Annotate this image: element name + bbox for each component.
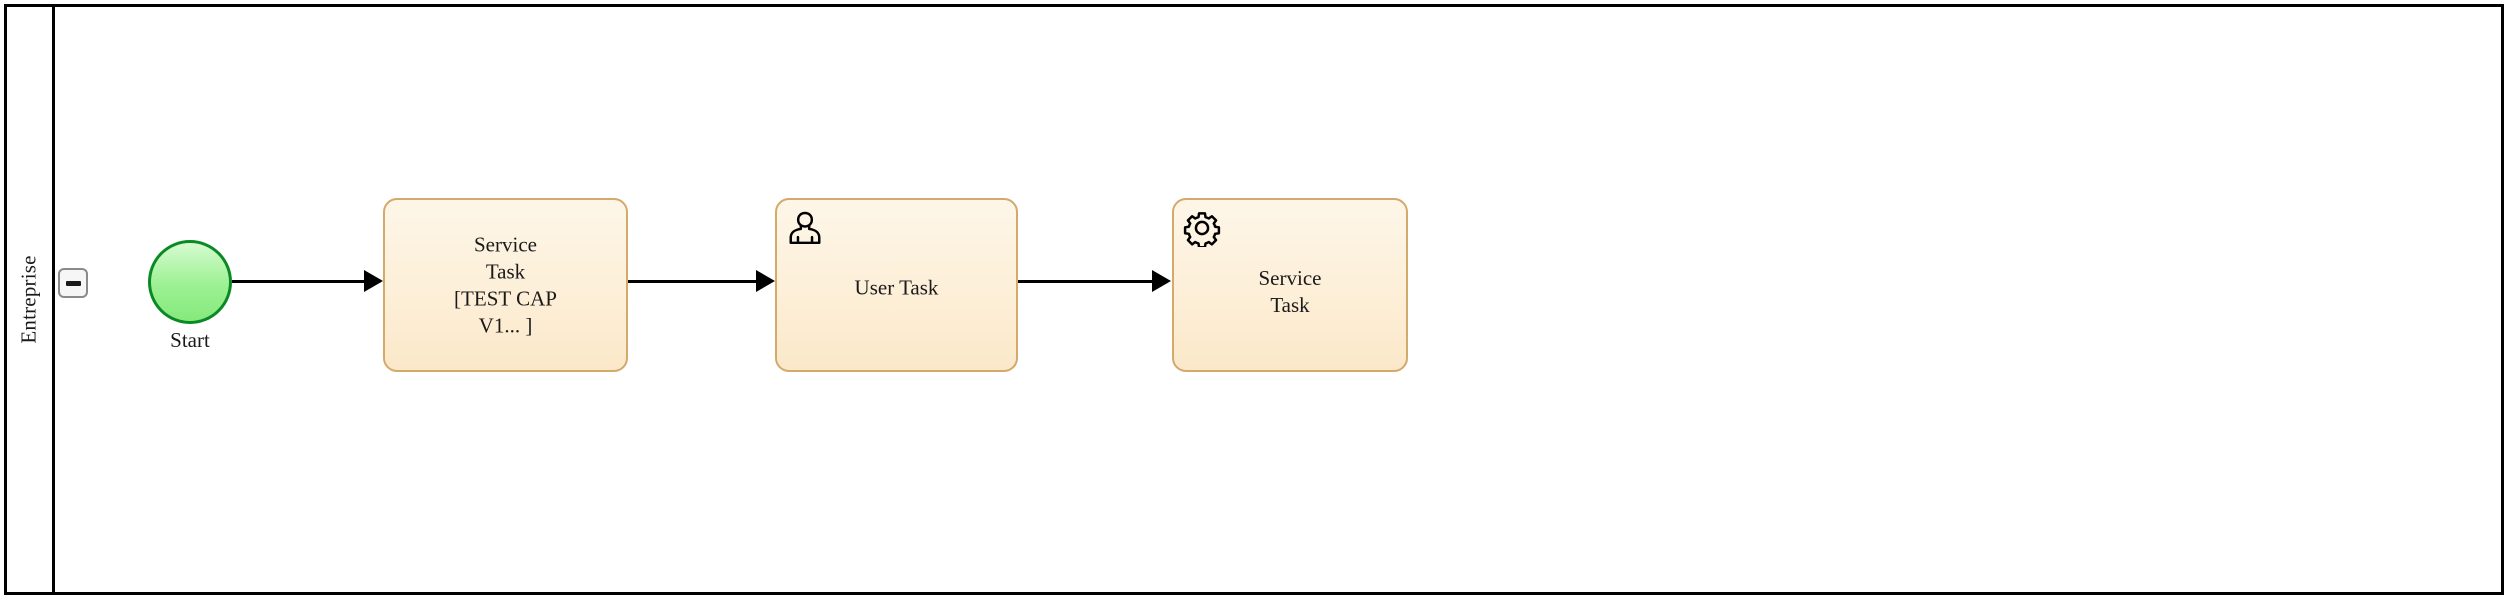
start-event-label: Start [170, 328, 210, 352]
lane-collapse-toggle-button[interactable] [58, 268, 88, 298]
start-event-circle[interactable] [148, 240, 232, 324]
start-event-node[interactable]: Start [148, 240, 232, 352]
pool-header: Entreprise [7, 7, 55, 592]
service-task-2-label: Service Task [1258, 265, 1322, 317]
user-icon [786, 209, 824, 247]
sequence-flow-1-arrowhead-icon [364, 270, 383, 292]
sequence-flow-3-arrowhead-icon [1152, 270, 1171, 292]
user-task-node[interactable]: User Task [775, 198, 1018, 372]
user-task-label: User Task [854, 275, 939, 300]
service-task-node-2[interactable]: Service Task [1172, 198, 1408, 372]
pool-entreprise[interactable]: Entreprise [4, 4, 2504, 595]
sequence-flow-1[interactable] [232, 280, 364, 283]
pool-name-label: Entreprise [17, 255, 42, 344]
sequence-flow-2[interactable] [628, 280, 756, 283]
minus-icon [65, 280, 81, 286]
gear-icon [1183, 209, 1221, 247]
sequence-flow-2-arrowhead-icon [756, 270, 775, 292]
service-task-node-1[interactable]: Service Task [TEST CAP V1... ] [383, 198, 628, 372]
sequence-flow-3[interactable] [1018, 280, 1152, 283]
service-task-1-label: Service Task [TEST CAP V1... ] [454, 232, 557, 337]
